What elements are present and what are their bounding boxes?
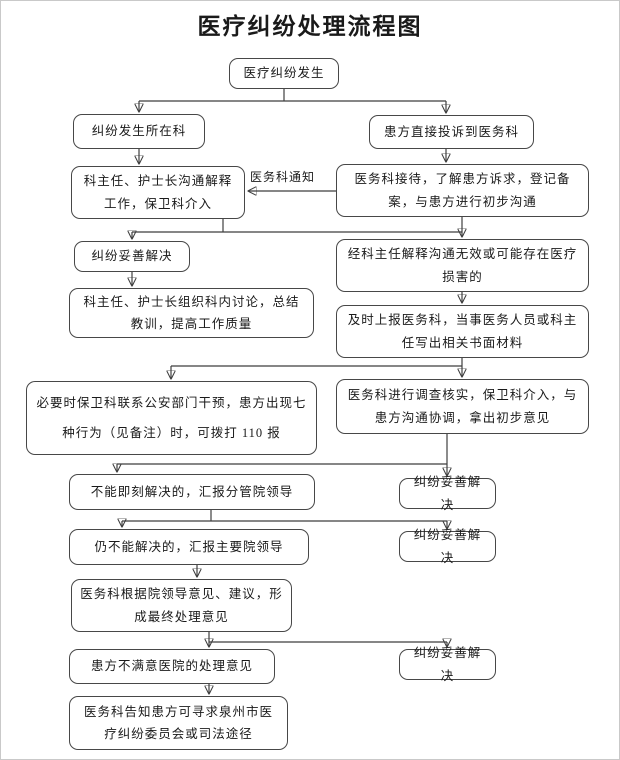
flow-node-resolved-3: 纠纷妥善解决: [399, 528, 496, 565]
diagram-title: 医疗纠纷处理流程图: [197, 14, 423, 39]
edge-investigate-split: [117, 434, 447, 475]
flow-node-resolved-4: 纠纷妥善解决: [399, 646, 496, 683]
edge-start-split: [139, 89, 446, 112]
flow-node-report-up: 及时上报医务科，当事医务人员或科主任写出相关书面材料: [336, 305, 589, 358]
flow-node-unsatisfied: 患方不满意医院的处理意见: [69, 649, 275, 684]
flow-node-dept: 纠纷发生所在科: [73, 114, 205, 149]
flow-node-report-main: 仍不能解决的，汇报主要院领导: [69, 529, 309, 565]
flow-node-investigate: 医务科进行调查核实，保卫科介入，与患方沟通协调，拿出初步意见: [336, 379, 589, 434]
edge-final-split: [209, 632, 447, 646]
edge-label-notify: 医务科通知: [250, 170, 316, 184]
flow-node-complain: 患方直接投诉到医务科: [369, 115, 534, 149]
flow-node-inform: 医务科告知患方可寻求泉州市医疗纠纷委员会或司法途径: [69, 696, 288, 750]
flow-node-start: 医疗纠纷发生: [229, 58, 339, 89]
flow-node-resolved-2: 纠纷妥善解决: [399, 475, 496, 512]
flow-node-communicate: 科主任、护士长沟通解释工作，保卫科介入: [71, 166, 245, 219]
flow-node-ineffective: 经科主任解释沟通无效或可能存在医疗损害的: [336, 239, 589, 292]
flow-node-discussion: 科主任、护士长组织科内讨论，总结教训，提高工作质量: [69, 288, 314, 338]
flow-node-final-opinion: 医务科根据院领导意见、建议，形成最终处理意见: [71, 579, 292, 632]
edge-communicate-split: [132, 217, 462, 238]
flow-node-reception: 医务科接待，了解患方诉求，登记备案，与患方进行初步沟通: [336, 164, 589, 217]
flow-node-report-leader: 不能即刻解决的，汇报分管院领导: [69, 474, 315, 510]
flow-node-police: 必要时保卫科联系公安部门干预，患方出现七种行为（见备注）时，可拨打 110 报: [26, 381, 317, 455]
edge-reportup-split: [171, 358, 462, 378]
edge-reportleader-split: [122, 510, 447, 528]
flow-node-resolved-1: 纠纷妥善解决: [74, 241, 190, 272]
